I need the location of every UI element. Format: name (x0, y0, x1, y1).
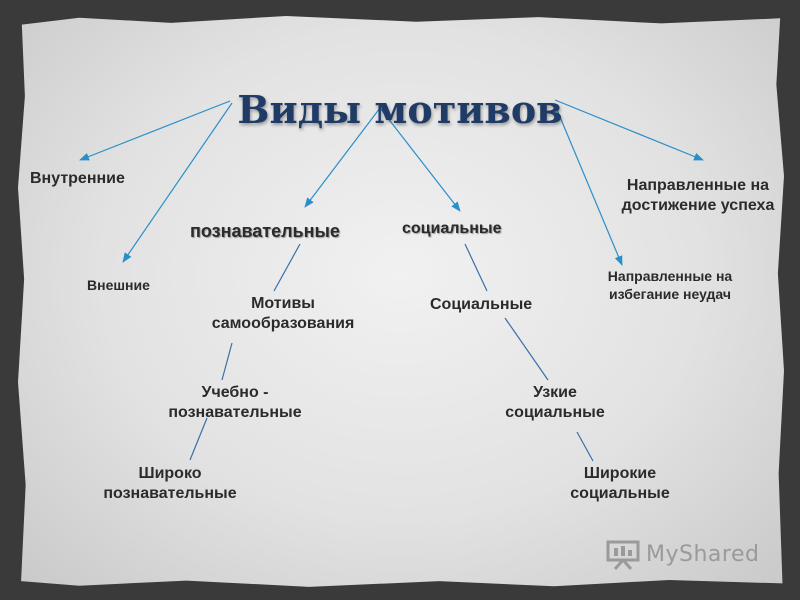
node-broad-social-line2: социальные (570, 485, 670, 502)
node-social-head: социальные (402, 220, 502, 237)
node-narrow-social: Узкие социальные (480, 383, 630, 423)
node-external: Внешние (87, 277, 150, 293)
node-cognitive: познавательные (190, 221, 340, 241)
line-social-head-social (464, 243, 488, 292)
node-self-education-line2: самообразования (211, 315, 355, 332)
node-avoid-failure: Направленные на избегание неудач (580, 268, 760, 303)
node-toward-success: Направленные на достижение успеха (598, 176, 798, 216)
node-toward-success-line1: Направленные на (626, 177, 770, 194)
line-self-education-educational (221, 342, 233, 381)
node-broad-cognitive: Широко познавательные (75, 464, 265, 504)
diagram-title: Виды мотивов (237, 87, 563, 133)
line-narrow-broad-social (576, 431, 594, 462)
node-narrow-social-line2: социальные (505, 404, 605, 421)
watermark-text: MyShared (646, 541, 760, 567)
paper-background (18, 16, 784, 587)
node-avoid-failure-line1: Направленные на (607, 268, 733, 284)
node-educational-cognitive-line2: познавательные (168, 404, 302, 421)
node-educational-cognitive: Учебно - познавательные (140, 383, 330, 423)
node-avoid-failure-line2: избегание неудач (609, 285, 731, 302)
node-self-education-line1: Мотивы (251, 295, 315, 312)
node-internal: Внутренние (30, 170, 125, 187)
arrow-to-cognitive (304, 107, 381, 208)
line-cognitive-self-education (273, 243, 301, 292)
node-broad-social: Широкие социальные (545, 464, 695, 504)
arrow-to-external (122, 102, 233, 263)
node-narrow-social-line1: Узкие (533, 384, 577, 401)
watermark: MyShared (606, 537, 759, 571)
line-educational-broad-cognitive (189, 417, 208, 461)
node-social: Социальные (430, 296, 533, 313)
node-toward-success-line2: достижение успеха (621, 197, 775, 214)
node-broad-cognitive-line1: Широко (138, 465, 202, 482)
node-educational-cognitive-line1: Учебно - (201, 384, 269, 401)
line-social-narrow (504, 317, 549, 381)
node-broad-social-line1: Широкие (583, 465, 657, 482)
arrow-to-social-head (379, 107, 461, 212)
arrow-to-avoid-failure (554, 104, 623, 266)
arrow-to-internal (79, 100, 231, 161)
node-self-education: Мотивы самообразования (183, 294, 383, 334)
node-broad-cognitive-line2: познавательные (103, 485, 237, 502)
presentation-board-icon (606, 540, 640, 570)
arrow-to-success (554, 99, 704, 161)
